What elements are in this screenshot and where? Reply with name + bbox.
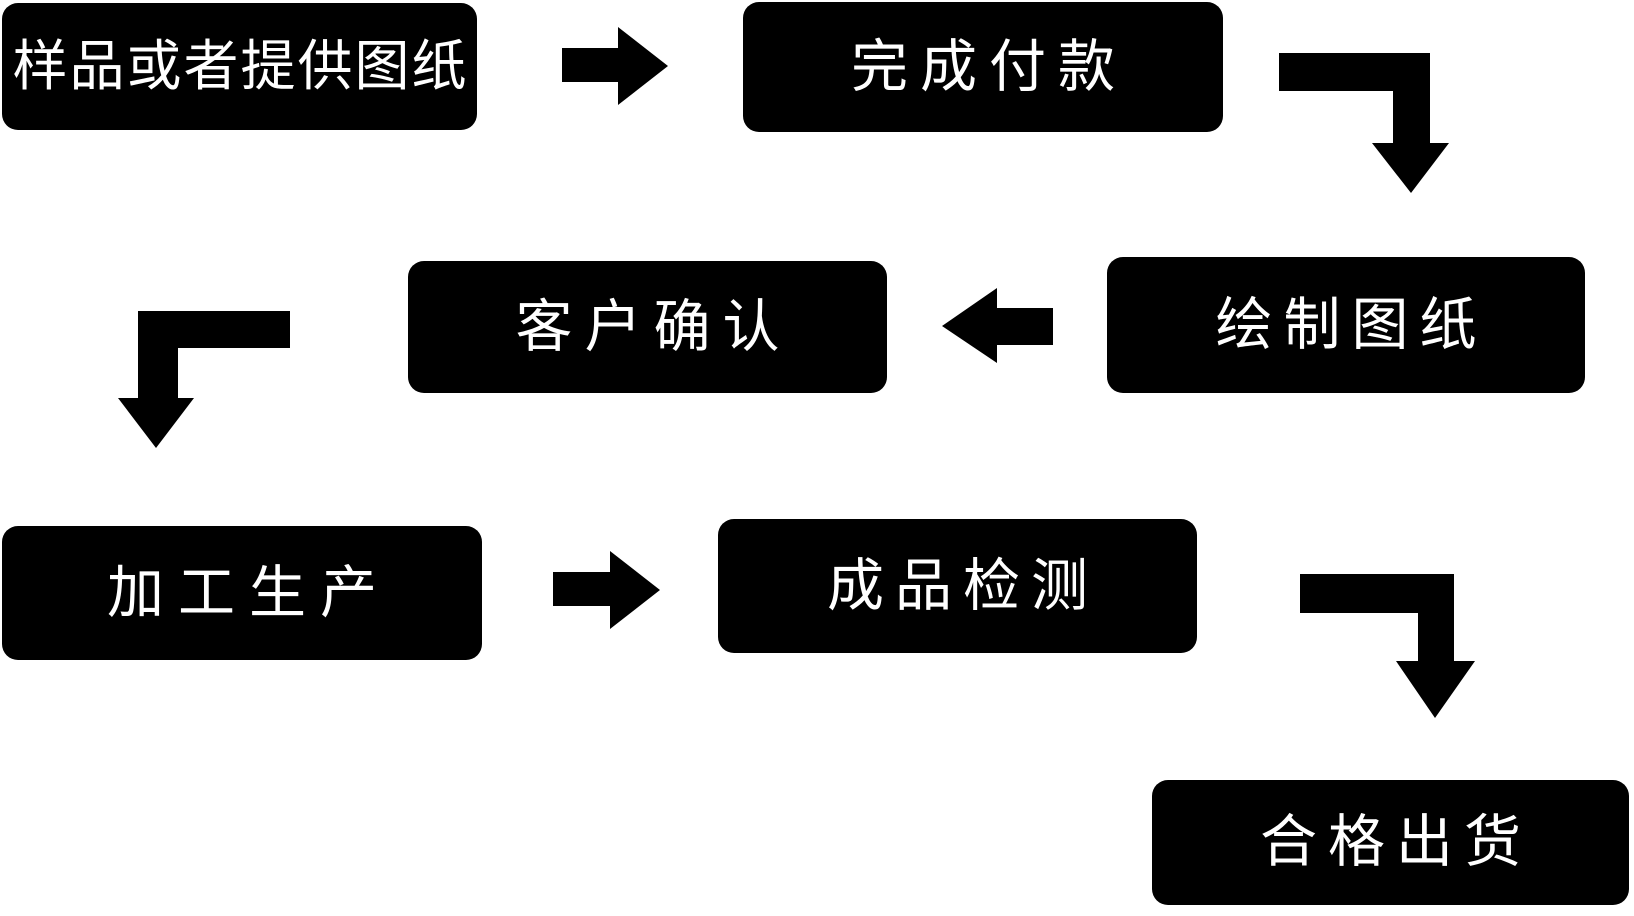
node-label: 客户确认: [515, 294, 792, 359]
arrow-elbow-down-right-icon: [1300, 574, 1475, 718]
arrow-left-icon: [942, 288, 1053, 363]
node-label: 样品或者提供图纸: [12, 35, 469, 97]
node-sample-or-provide-drawing: 样品或者提供图纸: [2, 3, 477, 130]
node-label: 合格出货: [1260, 810, 1532, 874]
arrow-right-icon: [562, 27, 668, 105]
node-label: 绘制图纸: [1215, 292, 1488, 357]
node-label: 加工生产: [107, 560, 391, 625]
node-complete-payment: 完成付款: [743, 2, 1223, 132]
node-draw-drawings: 绘制图纸: [1107, 257, 1585, 393]
node-processing-production: 加工生产: [2, 526, 482, 660]
arrow-right-icon: [553, 551, 660, 629]
arrow-elbow-down-left-icon: [118, 311, 290, 448]
node-label: 完成付款: [851, 34, 1127, 99]
arrow-elbow-down-right-icon: [1279, 53, 1449, 193]
node-qualified-shipment: 合格出货: [1152, 780, 1629, 905]
node-finished-product-inspection: 成品检测: [718, 519, 1197, 653]
node-customer-confirmation: 客户确认: [408, 261, 887, 393]
node-label: 成品检测: [827, 553, 1099, 618]
